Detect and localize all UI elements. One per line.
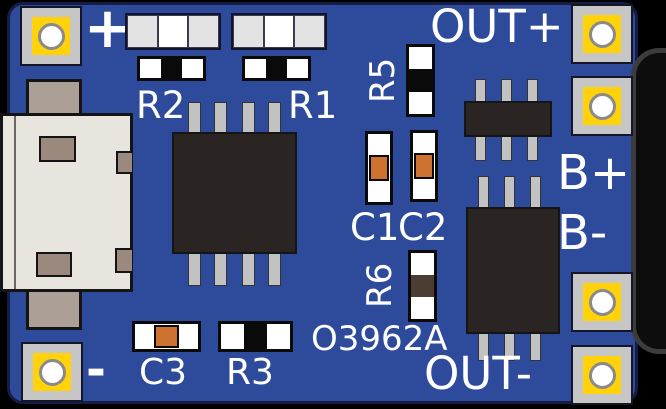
silkscreen-r3-label: R3 xyxy=(226,352,274,393)
silkscreen-plus-label: + xyxy=(84,0,131,61)
silkscreen-out-minus-label: OUT- xyxy=(424,347,532,400)
capacitor-c2 xyxy=(410,130,438,202)
resistor-r5 xyxy=(406,44,435,117)
footprint-right xyxy=(231,13,327,50)
silkscreen-chip-marking: O3962A xyxy=(311,319,448,359)
usb-latch-top xyxy=(116,151,132,174)
resistor-r1 xyxy=(242,56,311,81)
pad-b-minus xyxy=(571,272,633,332)
silkscreen-b-minus-label: B- xyxy=(557,205,608,261)
usb-mount-tab-bottom xyxy=(26,288,82,330)
usb-contact-top xyxy=(39,136,76,162)
pad-gold-ring xyxy=(583,283,621,321)
pad-hole xyxy=(38,358,66,386)
resistor-r3 xyxy=(218,321,293,352)
silkscreen-c1-label: C1 xyxy=(350,206,400,249)
pad-gold-ring xyxy=(583,356,621,394)
silkscreen-r5-label: R5 xyxy=(363,57,403,103)
silkscreen-r6-label: R6 xyxy=(360,262,400,308)
capacitor-c1 xyxy=(365,131,393,205)
pad-out-plus xyxy=(571,4,633,64)
pad-gold-ring xyxy=(33,353,71,391)
resistor-r6 xyxy=(408,250,437,322)
usb-shell-seam xyxy=(14,116,16,289)
capacitor-c3 xyxy=(132,321,201,352)
silkscreen-r2-label: R2 xyxy=(136,84,186,127)
pad-b-plus xyxy=(571,76,633,136)
mosfet-ic-body xyxy=(466,207,560,334)
pad-hole xyxy=(588,288,616,316)
silkscreen-c2-label: C2 xyxy=(398,206,448,249)
pad-gold-ring xyxy=(583,15,621,53)
silkscreen-r1-label: R1 xyxy=(288,84,338,127)
pad-in-plus xyxy=(20,6,82,66)
pad-hole xyxy=(37,22,65,50)
pad-gold-ring xyxy=(32,17,70,55)
pad-hole xyxy=(588,92,616,120)
resistor-r2 xyxy=(137,56,206,81)
pad-gold-ring xyxy=(583,87,621,125)
battery-tab xyxy=(631,48,666,354)
silkscreen-out-plus-label: OUT+ xyxy=(430,0,564,53)
usb-contact-bottom xyxy=(36,252,72,277)
silkscreen-c3-label: C3 xyxy=(139,352,188,393)
charger-ic-body xyxy=(172,132,297,254)
micro-usb-connector xyxy=(0,113,133,292)
silkscreen-minus-label: - xyxy=(86,342,106,398)
footprint-left xyxy=(125,13,221,50)
pad-hole xyxy=(588,20,616,48)
pad-out-minus xyxy=(571,345,633,405)
usb-latch-bottom xyxy=(115,248,132,273)
pad-in-minus xyxy=(21,342,83,402)
protection-ic-body xyxy=(464,101,552,137)
silkscreen-b-plus-label: B+ xyxy=(557,145,631,201)
pad-hole xyxy=(588,361,616,389)
